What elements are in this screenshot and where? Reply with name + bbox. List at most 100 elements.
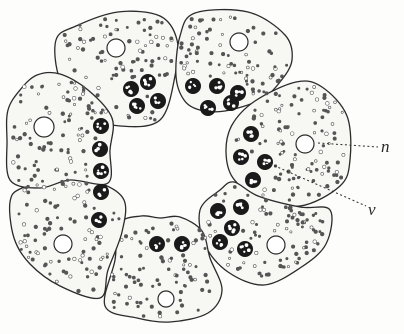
granule bbox=[255, 223, 257, 225]
granule bbox=[254, 41, 257, 44]
vesicle-speck bbox=[228, 225, 231, 228]
granule bbox=[29, 137, 31, 139]
granule bbox=[63, 33, 66, 36]
label-v: v bbox=[368, 200, 376, 219]
granule bbox=[316, 242, 319, 245]
vesicle-speck bbox=[241, 245, 244, 248]
granule bbox=[160, 256, 163, 259]
vesicle-speck bbox=[250, 134, 254, 138]
granule bbox=[271, 73, 275, 77]
granule bbox=[85, 76, 88, 79]
vesicle-speck bbox=[255, 180, 258, 183]
granule bbox=[86, 275, 89, 278]
granule bbox=[96, 94, 99, 97]
granule bbox=[189, 276, 192, 279]
granule bbox=[310, 226, 313, 229]
granule bbox=[29, 119, 32, 122]
vesicle-speck bbox=[232, 228, 236, 232]
vesicle bbox=[130, 99, 145, 114]
granule bbox=[90, 231, 93, 234]
granule bbox=[16, 155, 20, 159]
granule bbox=[286, 126, 289, 129]
granule bbox=[301, 221, 304, 224]
vesicle bbox=[94, 185, 109, 200]
granule bbox=[62, 96, 65, 99]
granule bbox=[68, 42, 72, 46]
granule bbox=[94, 112, 96, 114]
granule bbox=[258, 235, 261, 238]
vesicle bbox=[92, 213, 107, 228]
granule bbox=[307, 193, 310, 196]
granule bbox=[56, 217, 58, 219]
granule bbox=[69, 275, 72, 278]
granule bbox=[263, 188, 267, 192]
granule bbox=[33, 164, 36, 167]
granule bbox=[250, 237, 252, 239]
granule bbox=[43, 227, 46, 230]
granule bbox=[145, 59, 148, 62]
granule bbox=[251, 220, 254, 223]
granule bbox=[306, 219, 309, 222]
vesicle-body bbox=[94, 185, 109, 200]
vesicle-speck bbox=[218, 81, 221, 84]
granule bbox=[339, 176, 342, 179]
granule bbox=[112, 300, 115, 303]
granule bbox=[153, 118, 156, 121]
granule bbox=[312, 249, 315, 252]
granule bbox=[117, 294, 120, 297]
granule bbox=[43, 232, 46, 235]
granule bbox=[128, 39, 131, 42]
granule bbox=[191, 37, 194, 40]
granule bbox=[333, 137, 336, 140]
granule bbox=[291, 216, 294, 219]
granule bbox=[138, 254, 142, 258]
granule bbox=[294, 153, 296, 155]
granule bbox=[72, 182, 75, 185]
granule bbox=[25, 203, 28, 206]
granule bbox=[47, 142, 50, 145]
granule bbox=[35, 209, 38, 212]
granule bbox=[180, 42, 183, 45]
granule bbox=[321, 130, 324, 133]
granule bbox=[291, 245, 294, 248]
granule bbox=[331, 123, 334, 126]
vesicle bbox=[238, 242, 253, 257]
granule bbox=[333, 132, 336, 135]
granule bbox=[327, 170, 330, 173]
granule bbox=[68, 115, 70, 117]
granule bbox=[136, 301, 139, 304]
granule bbox=[298, 112, 301, 115]
granule bbox=[313, 109, 316, 112]
granule bbox=[287, 214, 290, 217]
granule bbox=[175, 281, 177, 283]
granule bbox=[125, 273, 128, 276]
nucleus bbox=[158, 291, 174, 307]
vesicle bbox=[224, 96, 239, 111]
granule bbox=[170, 222, 174, 226]
granule bbox=[325, 184, 329, 188]
granule bbox=[186, 62, 188, 64]
granule bbox=[190, 43, 194, 47]
vesicle-speck bbox=[158, 101, 160, 103]
granule bbox=[233, 17, 236, 20]
granule bbox=[319, 150, 323, 154]
granule bbox=[106, 253, 108, 255]
granule bbox=[196, 60, 199, 63]
granule bbox=[260, 113, 263, 116]
granule bbox=[183, 67, 186, 70]
vesicle-speck bbox=[235, 90, 238, 93]
granule bbox=[325, 102, 329, 106]
granule bbox=[112, 74, 114, 76]
vesicle-body bbox=[213, 235, 228, 250]
vesicle-speck bbox=[154, 244, 156, 246]
granule bbox=[301, 226, 303, 228]
granule bbox=[47, 227, 51, 231]
granule bbox=[267, 273, 271, 277]
granule bbox=[137, 279, 140, 282]
granule bbox=[151, 285, 154, 288]
granule bbox=[179, 299, 182, 302]
vesicle-speck bbox=[154, 100, 156, 102]
granule bbox=[22, 223, 26, 227]
granule bbox=[37, 93, 39, 95]
